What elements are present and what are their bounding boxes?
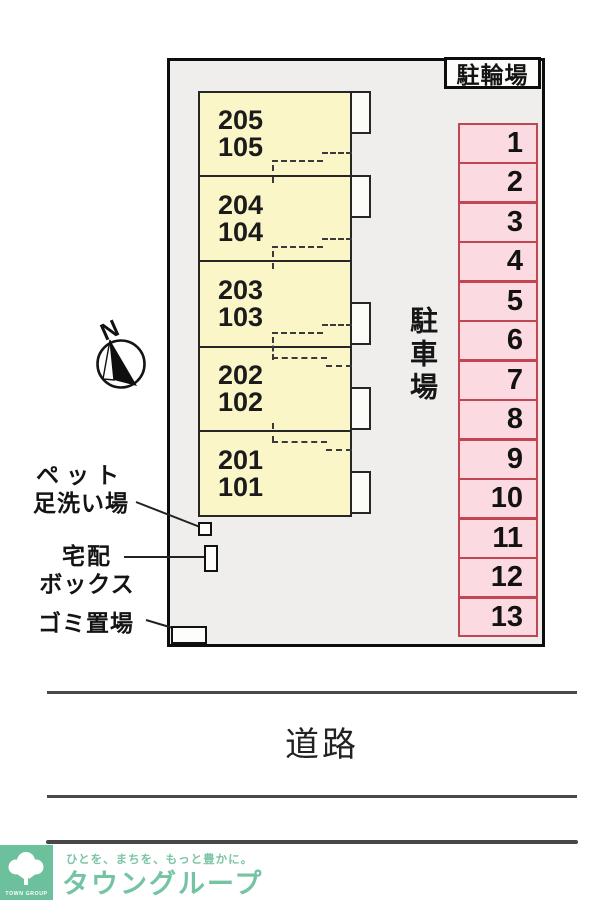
pet-wash-label-line2: 足洗い場 [33,490,129,517]
porch-204 [350,175,371,218]
unit-202-102: 202 102 [198,346,352,432]
unit-lower-number: 103 [218,302,264,332]
parking-space-5: 5 [458,281,538,322]
parking-space-number: 12 [490,561,523,593]
unit-label: 205 105 [200,107,263,161]
delivery-box-label-line2: ボックス [39,571,135,598]
pet-wash-callout: ペット 足洗い場 [22,461,140,517]
bicycle-parking-box: 駐輪場 [444,57,541,89]
parking-space-number: 2 [506,166,523,198]
porch-202 [350,387,371,430]
dashed-line [326,365,352,367]
parking-space-7: 7 [458,360,538,401]
dashed-line [322,152,352,154]
parking-space-number: 1 [506,127,523,159]
parking-space-11: 11 [458,518,538,559]
dashed-line [322,324,352,326]
unit-205-105: 205 105 [198,91,352,177]
parking-space-4: 4 [458,241,538,282]
dashed-line [322,238,352,240]
dashed-line [326,449,352,451]
dashed-line [272,423,274,442]
unit-label: 202 102 [200,362,263,416]
parking-space-number: 7 [506,364,523,396]
porch-201 [350,471,371,514]
parking-space-number: 3 [506,206,523,238]
tree-icon: TOWN GROUP [5,852,47,897]
garbage-callout: ゴミ置場 [24,609,148,637]
car-park-label: 駐車場 [407,306,438,405]
garbage-area-structure [171,626,207,644]
unit-lower-number: 102 [218,387,264,417]
dashed-line [272,165,274,183]
footer-divider [46,840,578,844]
dashed-line [272,160,323,162]
porch-205 [350,91,371,134]
compass-north-label: N [96,315,123,347]
unit-label: 203 103 [200,277,263,331]
parking-space-2: 2 [458,162,538,203]
parking-space-1: 1 [458,123,538,164]
footer-tagline: ひとを、まちを、もっと豊かに。 [66,854,254,866]
bicycle-parking-label: 駐輪場 [456,62,529,88]
unit-upper-number: 204 [218,189,264,220]
dashed-line [272,251,274,269]
unit-201-101: 201 101 [198,430,352,517]
parking-space-9: 9 [458,439,538,480]
dashed-line [272,357,327,359]
road-label: 道路 [285,726,359,764]
parking-space-number: 4 [506,245,523,277]
town-group-logo: TOWN GROUP [0,845,53,900]
porch-203 [350,302,371,345]
unit-lower-number: 105 [218,132,264,162]
parking-space-number: 6 [506,324,523,356]
parking-space-8: 8 [458,399,538,440]
logo-text: TOWN GROUP [5,891,47,897]
parking-space-number: 13 [490,600,523,633]
footer-brand: タウングループ [62,869,264,899]
parking-space-12: 12 [458,557,538,598]
parking-space-10: 10 [458,478,538,519]
unit-203-103: 203 103 [198,260,352,348]
unit-204-104: 204 104 [198,175,352,262]
unit-upper-number: 201 [218,444,264,475]
garbage-label: ゴミ置場 [38,610,134,636]
parking-space-number: 10 [490,482,523,514]
dashed-line [272,337,274,360]
delivery-box-label-line1: 宅配 [62,543,112,569]
compass-icon: N [96,315,146,389]
road-edge-line-bottom [47,795,577,798]
pet-wash-structure [198,522,212,536]
parking-space-number: 9 [506,443,523,475]
parking-space-number: 5 [506,285,523,317]
dashed-line [272,246,323,248]
unit-lower-number: 101 [218,471,264,502]
parking-space-number: 8 [506,403,523,435]
dashed-line [272,332,323,334]
unit-upper-number: 202 [218,360,264,390]
unit-upper-number: 205 [218,105,264,135]
delivery-box-callout: 宅配 ボックス [22,542,152,598]
unit-label: 201 101 [200,444,264,502]
road-edge-line-top [47,691,577,694]
dashed-line [272,441,327,443]
unit-lower-number: 104 [218,216,264,247]
parking-space-6: 6 [458,320,538,361]
pet-wash-label-line1: ペット [36,462,126,488]
unit-label: 204 104 [200,189,264,247]
delivery-box-structure [204,545,218,572]
parking-space-3: 3 [458,202,538,243]
parking-space-number: 11 [492,522,523,554]
unit-upper-number: 203 [218,275,264,305]
parking-space-13: 13 [458,597,538,637]
